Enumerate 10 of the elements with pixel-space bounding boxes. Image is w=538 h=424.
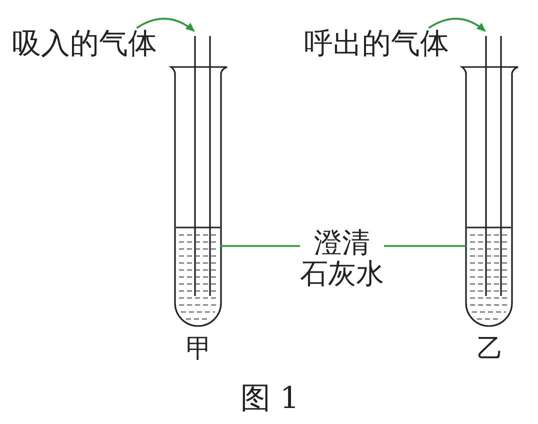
tube-label: 乙: [477, 335, 503, 364]
leader-line: [384, 245, 467, 247]
text-label: 呼出的气体: [304, 28, 449, 60]
text-label: 澄清石灰水: [300, 228, 384, 290]
arrow: [428, 18, 486, 32]
leader-line: [220, 245, 300, 247]
figure-caption: 图 1: [240, 382, 300, 415]
text-label: 吸入的气体: [12, 28, 157, 60]
arrow: [136, 18, 195, 32]
tube-label: 甲: [186, 335, 212, 364]
